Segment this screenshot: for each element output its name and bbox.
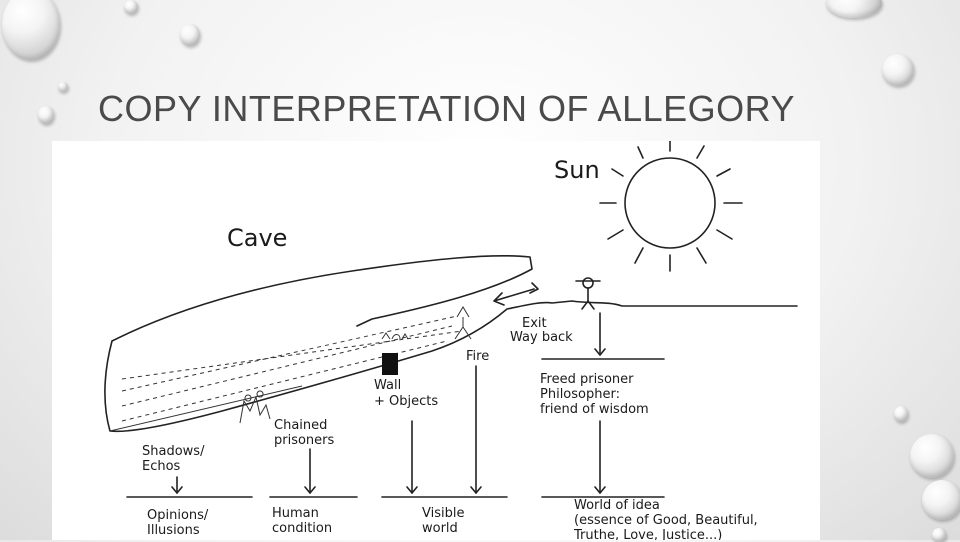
water-drop-decoration [58, 82, 68, 92]
water-drop-decoration [826, 0, 882, 18]
allegory-diagram-image: Sun Cave Exit Way back Fire Wall + Objec… [52, 141, 820, 540]
way-back-label: Way back [510, 330, 573, 345]
shadows-label: Shadows/ [142, 444, 205, 459]
visible-label: Visible [422, 506, 464, 521]
exit-label: Exit [522, 316, 547, 331]
prisoners-label: prisoners [274, 433, 335, 448]
philosopher-label: Philosopher: [540, 387, 620, 402]
wall-label: Wall [374, 378, 401, 393]
water-drop-decoration [124, 0, 138, 14]
water-drop-decoration [38, 106, 54, 124]
cave-outline [104, 254, 798, 433]
freed-prisoner-figure [575, 277, 601, 310]
illusions-label: Illusions [147, 523, 200, 538]
world-label: world [422, 521, 458, 536]
freed-prisoner-label: Freed prisoner [540, 372, 634, 387]
water-drop-decoration [882, 54, 914, 86]
echos-label: Echos [142, 459, 181, 474]
essence-label: (essence of Good, Beautiful, [574, 513, 758, 528]
chained-prisoners-drawing [239, 390, 271, 424]
water-drop-decoration [894, 406, 908, 422]
fire-label: Fire [466, 349, 489, 364]
water-drop-decoration [910, 434, 954, 478]
sun-drawing [599, 141, 743, 272]
shadow-projection-lines [121, 315, 463, 422]
cave-label: Cave [227, 224, 287, 252]
water-drop-decoration [2, 0, 60, 60]
world-of-idea-label: World of idea [574, 498, 660, 513]
connector-arrows [126, 312, 665, 498]
water-drop-decoration [922, 480, 960, 520]
friend-of-wisdom-label: friend of wisdom [540, 402, 649, 417]
water-drop-decoration [932, 528, 946, 542]
values-label: Truthe, Love, Justice...) [573, 528, 722, 540]
slide-title: COPY INTERPRETATION OF ALLEGORY [98, 88, 795, 129]
opinions-label: Opinions/ [147, 508, 209, 523]
water-drop-decoration [180, 24, 200, 46]
chained-label: Chained [274, 418, 327, 433]
condition-label: condition [272, 521, 332, 536]
sun-label: Sun [554, 156, 600, 184]
fire-drawing [454, 306, 472, 340]
exit-arrows [493, 282, 539, 306]
wall-block [382, 353, 398, 375]
human-label: Human [272, 506, 319, 521]
objects-label: + Objects [374, 394, 438, 409]
